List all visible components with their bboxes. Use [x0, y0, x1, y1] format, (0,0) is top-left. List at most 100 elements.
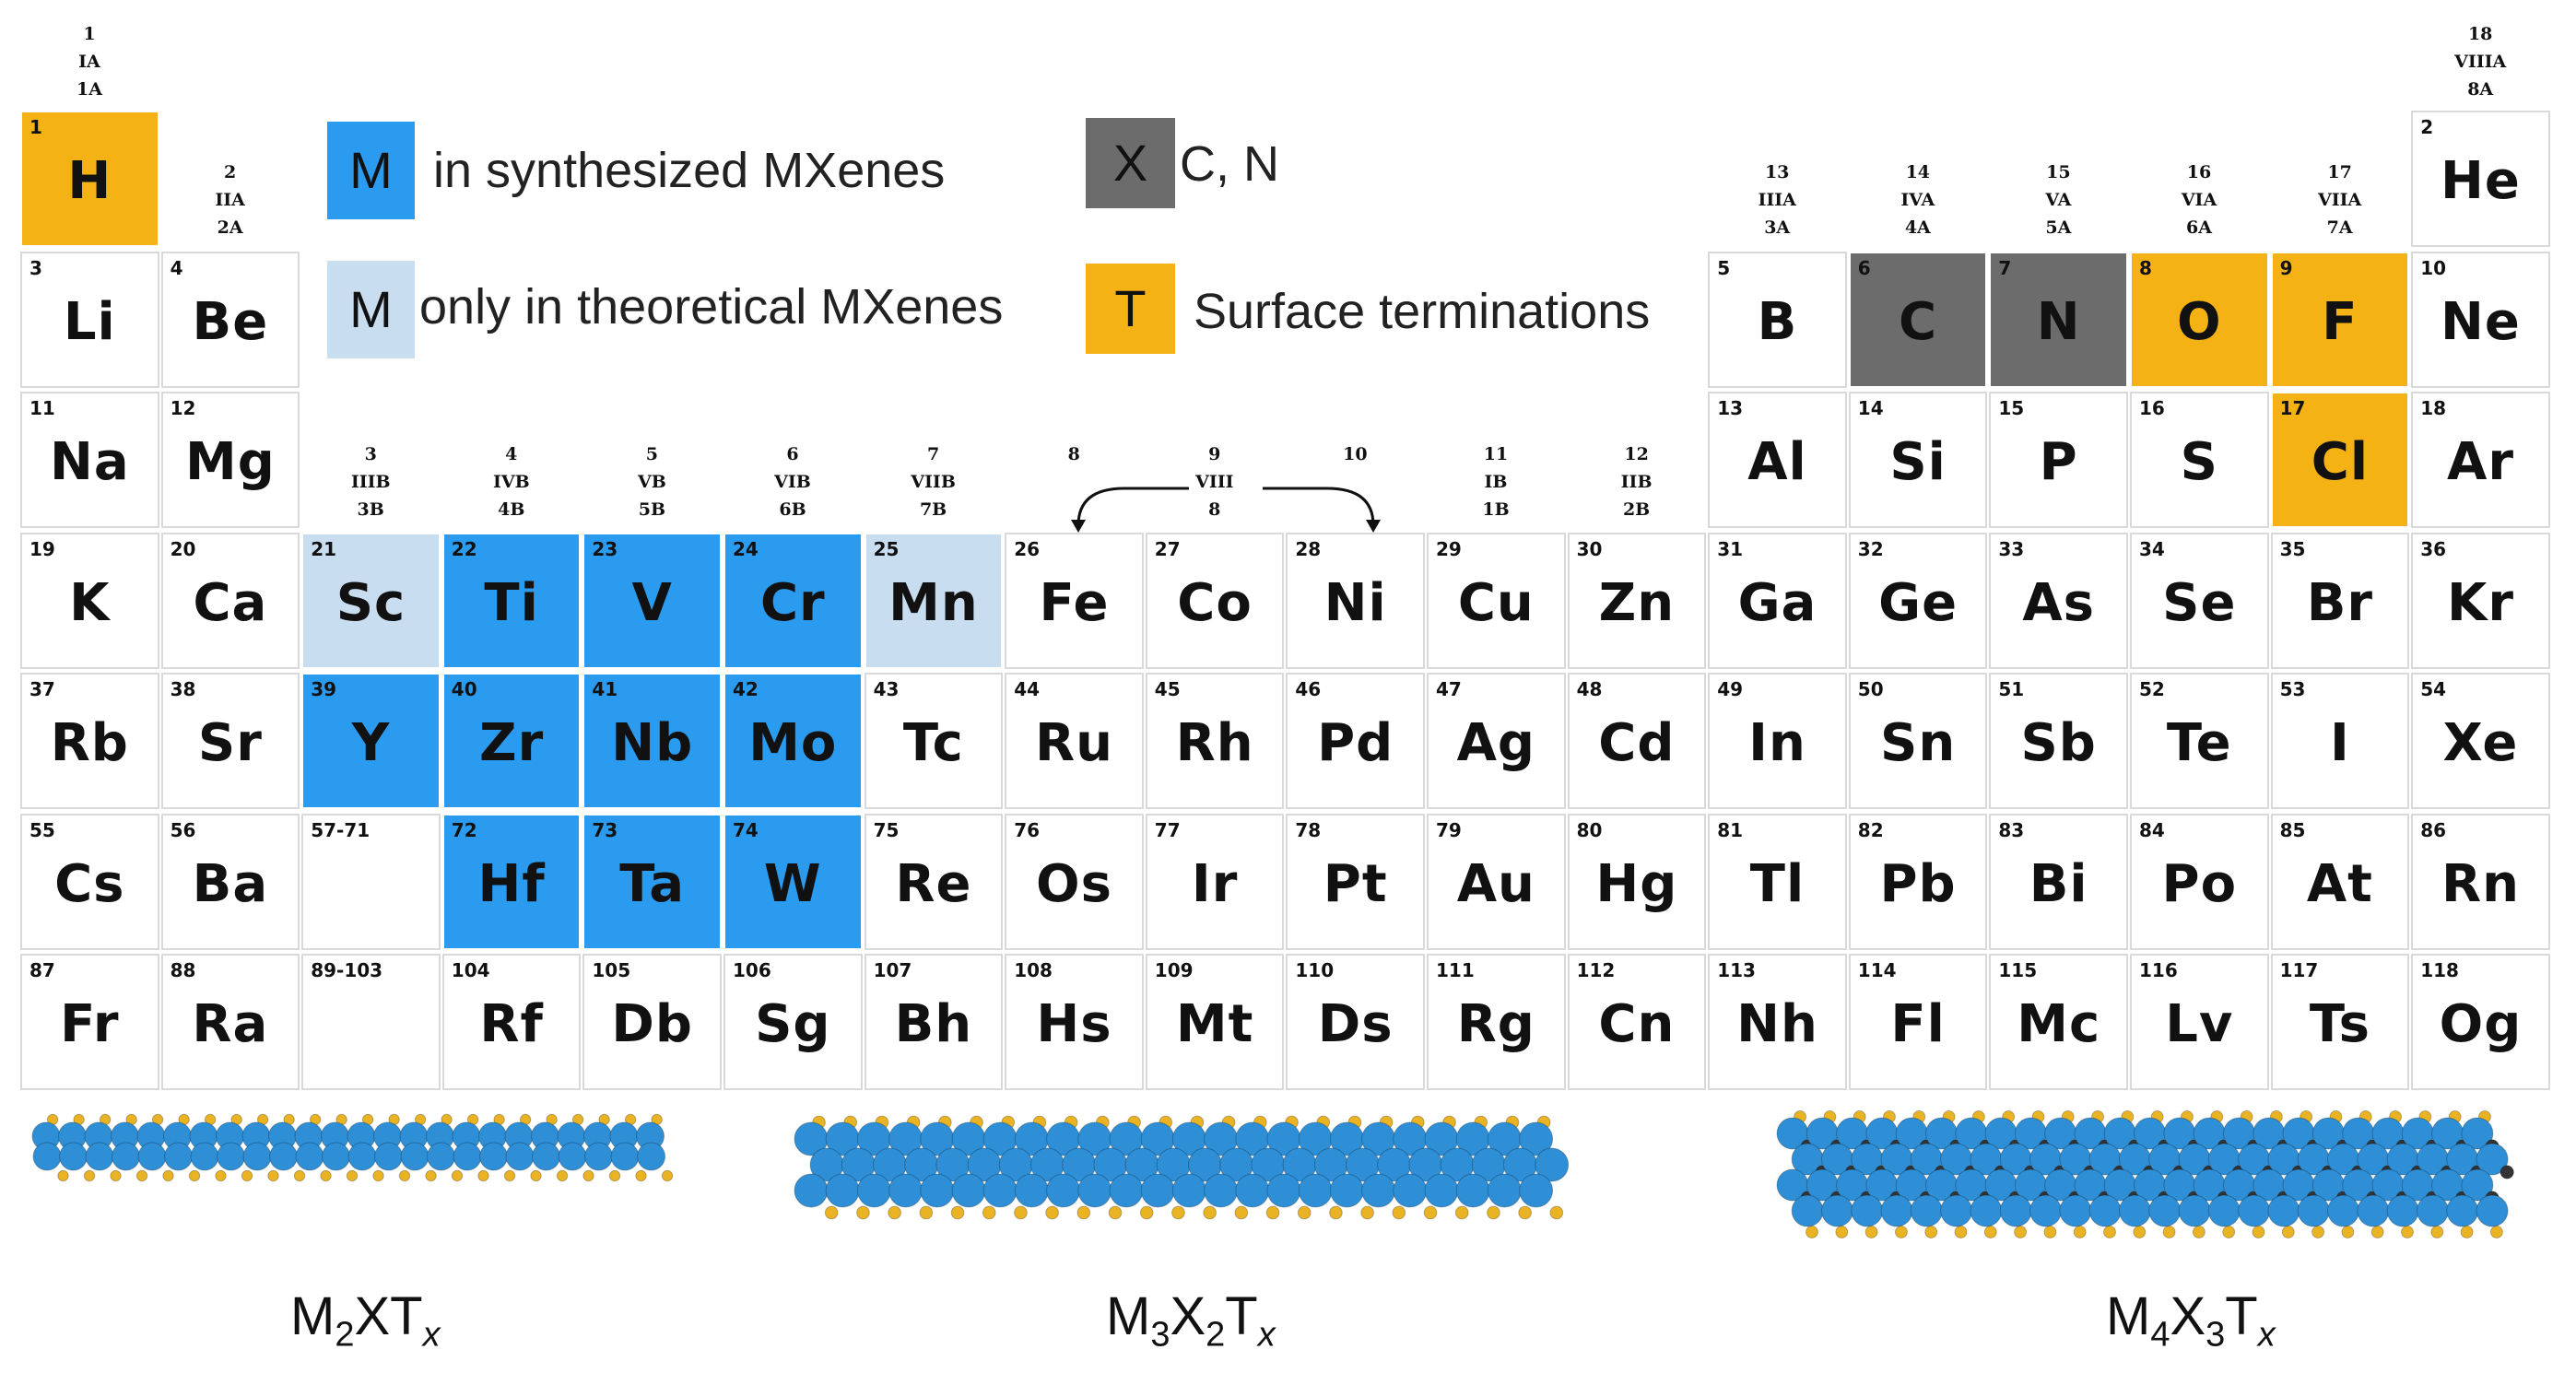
termination-atom — [110, 1169, 122, 1182]
metal-atom — [190, 1142, 219, 1171]
atomic-number: 36 — [2420, 537, 2447, 560]
element-symbol: Cu — [1457, 572, 1535, 633]
element-symbol: Br — [2306, 572, 2374, 633]
atomic-number: 108 — [1014, 959, 1053, 981]
element-symbol: Pt — [1323, 853, 1388, 914]
atomic-number: 113 — [1717, 959, 1756, 981]
element-symbol: Pb — [1879, 853, 1957, 914]
termination-atom — [2133, 1226, 2147, 1238]
metal-atom — [2416, 1194, 2449, 1227]
atomic-number: 48 — [1576, 678, 1603, 700]
atomic-number: 17 — [2279, 397, 2306, 419]
element-symbol: Os — [1036, 853, 1112, 914]
atomic-number: 80 — [1576, 818, 1603, 841]
element-symbol: Nh — [1736, 994, 1818, 1054]
legend-theoretical-text: only in theoretical MXenes — [419, 279, 1004, 334]
termination-atom — [267, 1169, 279, 1182]
termination-atom — [1864, 1226, 1878, 1238]
metal-atom — [505, 1142, 535, 1171]
metal-atom — [1455, 1173, 1490, 1208]
atomic-number: 31 — [1717, 537, 1744, 560]
termination-atom — [162, 1169, 174, 1182]
group-label-line: 5A — [2045, 217, 2072, 238]
element-symbol: Rb — [50, 713, 129, 773]
atomic-number: 89-103 — [311, 959, 383, 981]
metal-atom — [2476, 1194, 2509, 1227]
atomic-number: 30 — [1576, 537, 1603, 560]
metal-atom — [2207, 1194, 2241, 1227]
group-label-line: VB — [637, 472, 666, 492]
element-symbol: Ne — [2441, 291, 2521, 352]
element-symbol: Fr — [60, 994, 120, 1054]
termination-atom — [425, 1169, 437, 1182]
atomic-number: 15 — [1998, 397, 2025, 419]
label-m2x: M2XTx — [290, 1286, 441, 1355]
termination-atom — [1806, 1226, 1818, 1238]
atomic-number: 6 — [1857, 256, 1871, 279]
metal-atom — [295, 1142, 324, 1171]
group-label-line: 8A — [2467, 79, 2494, 100]
atomic-number: 26 — [1014, 537, 1041, 560]
termination-atom — [2103, 1226, 2116, 1238]
termination-atom — [241, 1169, 253, 1182]
metal-atom — [2088, 1194, 2122, 1227]
atomic-number: 12 — [170, 397, 196, 419]
atomic-number: 2 — [2420, 116, 2434, 138]
atomic-number: 110 — [1295, 959, 1335, 981]
termination-atom — [2460, 1226, 2474, 1238]
element-symbol: Sb — [2020, 713, 2097, 773]
atomic-number: 73 — [592, 818, 618, 841]
atomic-number: 47 — [1436, 678, 1462, 700]
group-label-line: 7B — [919, 499, 947, 520]
legend-termination-swatch: T — [1086, 264, 1175, 354]
termination-atom — [582, 1169, 594, 1182]
termination-atom — [2252, 1226, 2265, 1238]
termination-atom — [1265, 1205, 1280, 1220]
atomic-number: 52 — [2139, 678, 2165, 700]
element-symbol: Mg — [184, 432, 276, 492]
metal-atom — [637, 1142, 666, 1171]
termination-atom — [2370, 1226, 2384, 1238]
element-symbol: C — [1899, 291, 1938, 352]
atomic-number: 8 — [2139, 256, 2152, 279]
metal-atom — [1970, 1194, 2003, 1227]
atomic-number: 20 — [170, 537, 196, 560]
element-cell-series-89-103: 89-103 — [301, 954, 441, 1090]
metal-atom — [1519, 1121, 1554, 1156]
metal-atom — [137, 1142, 167, 1171]
x-atom — [2500, 1165, 2514, 1179]
termination-atom — [1139, 1205, 1154, 1220]
group-label-line: IIA — [215, 190, 245, 210]
element-symbol: As — [2022, 572, 2096, 633]
element-symbol: F — [2322, 291, 2358, 352]
atomic-number: 41 — [592, 678, 618, 700]
termination-atom — [1924, 1226, 1938, 1238]
atomic-number: 116 — [2139, 959, 2178, 981]
element-symbol: Ba — [192, 853, 269, 914]
group-label-line: 1B — [1482, 499, 1510, 520]
metal-atom — [1298, 1173, 1333, 1208]
metal-atom — [1109, 1173, 1144, 1208]
termination-atom — [320, 1169, 332, 1182]
